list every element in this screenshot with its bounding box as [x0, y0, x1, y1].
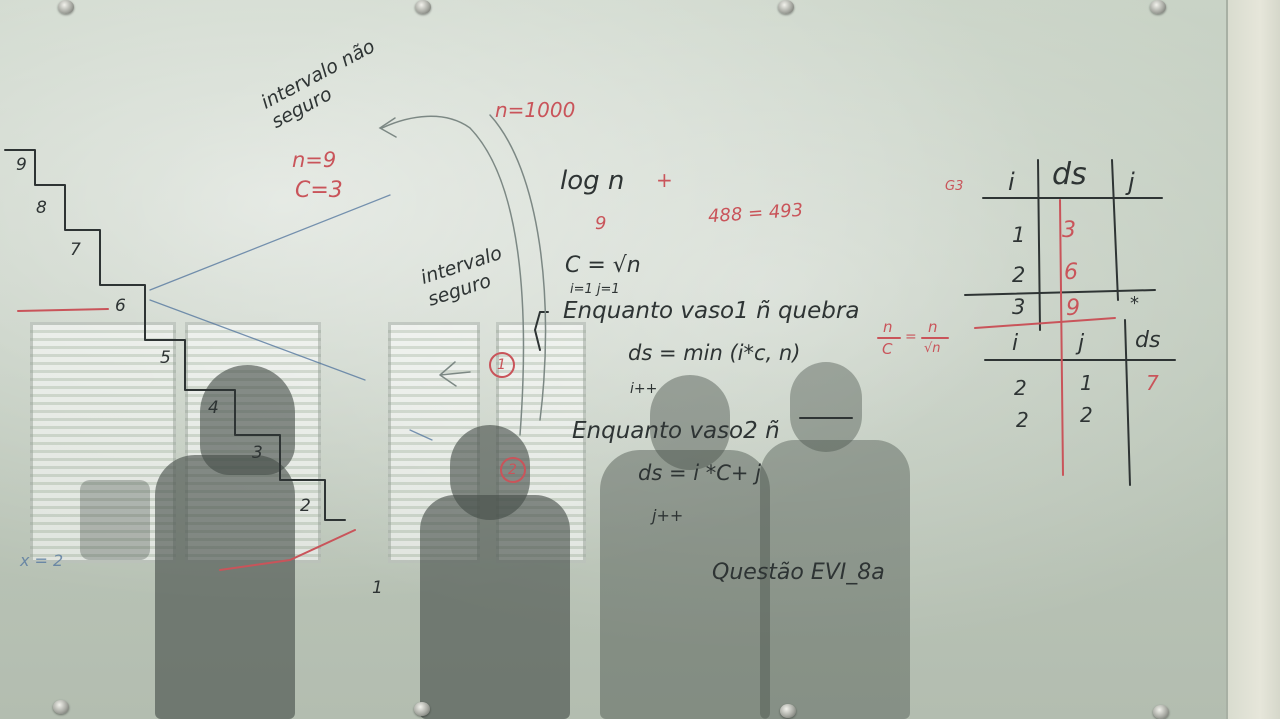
c-sqrt-n: C = √n: [565, 253, 641, 278]
x-equals-2: x = 2: [20, 551, 64, 570]
table1-col-divider: [1037, 159, 1041, 331]
table1-cell: 3: [1062, 218, 1076, 243]
question-label: Questão EVI_8a: [712, 560, 885, 585]
person-head: [790, 362, 862, 452]
mount-screw: [415, 0, 431, 14]
j-increment: j++: [652, 506, 684, 525]
step-number: 4: [208, 398, 219, 418]
person-head: [650, 375, 730, 470]
table1-cell: 2: [1012, 263, 1026, 287]
staircase-outline: [4, 149, 346, 521]
table2-cell: 2: [1080, 403, 1093, 427]
step-number: 3: [252, 443, 263, 463]
loop2-line: Enquanto vaso2 ñ: [572, 418, 780, 444]
mount-screw: [778, 0, 794, 14]
step-number: 6: [115, 296, 126, 316]
ratio-denominator: √n: [924, 341, 941, 356]
n-1000: n=1000: [495, 98, 576, 122]
person-body: [155, 455, 295, 719]
table1-col-divider: [1111, 159, 1119, 301]
step-number: 2: [300, 496, 311, 516]
log-n: log n: [560, 166, 625, 196]
g3-mark: G3: [945, 179, 964, 194]
circle-mark: [500, 457, 526, 483]
mount-screw: [1153, 705, 1169, 719]
ds-min-line: ds = min (i*c, n): [628, 341, 801, 365]
step-number: 9: [16, 155, 27, 175]
curved-arrow: [381, 115, 525, 436]
table2-header: ds: [1135, 328, 1161, 353]
wall-edge: [1226, 0, 1280, 719]
table1-header: j: [1128, 168, 1135, 196]
loop1-line: Enquanto vaso1 ñ quebra: [563, 298, 860, 324]
table2-header: i: [1012, 331, 1019, 356]
ratio-numerator: n: [928, 318, 938, 336]
table2-col-divider: [1124, 319, 1131, 486]
table1-cell: 9: [1066, 296, 1080, 321]
table1-bottom-rule: [964, 289, 1156, 296]
table-red-divider: [1059, 199, 1064, 476]
table2-cell: 1: [1080, 371, 1093, 395]
table2-cell: 7: [1146, 371, 1159, 395]
step-number: 8: [36, 198, 47, 218]
plus-sign: +: [656, 168, 673, 192]
circled-2: 2: [508, 462, 517, 478]
person-body: [420, 495, 570, 719]
n-9: n=9: [292, 148, 337, 172]
ratio-c: C: [882, 340, 893, 358]
table1-cell: *: [1130, 293, 1139, 314]
mount-screw: [58, 0, 74, 14]
mount-screw: [1150, 0, 1166, 14]
chair: [80, 480, 150, 560]
table2-header: j: [1078, 331, 1085, 356]
table1-cell: 3: [1012, 295, 1026, 319]
circle-mark: [489, 352, 515, 378]
table1-header: i: [1008, 168, 1015, 196]
c-3: C=3: [295, 178, 343, 203]
window-blinds: [30, 322, 176, 563]
init-ij: i=1 j=1: [570, 282, 620, 297]
small-arrow: [439, 361, 471, 387]
ratio-n: n: [883, 318, 893, 336]
table1-cell: 6: [1064, 260, 1078, 285]
mount-screw: [53, 700, 69, 714]
mount-screw: [414, 702, 430, 716]
step-number: 7: [70, 240, 81, 260]
person-body: [600, 450, 770, 719]
ratio-equals: =: [905, 329, 917, 345]
step-number: 1: [372, 578, 383, 598]
circled-1: 1: [497, 357, 506, 373]
table1-cell: 1: [1012, 223, 1026, 247]
i-increment: i++: [630, 381, 658, 397]
person-body: [760, 440, 910, 719]
table1-header: ds: [1052, 157, 1087, 192]
table-red-rule: [974, 317, 1116, 329]
red-floor-line: [17, 308, 109, 312]
step-number: 5: [160, 348, 171, 368]
ds-formula-line: ds = i *C+ j: [638, 461, 761, 485]
table2-cell: 2: [1014, 376, 1027, 400]
table2-cell: 2: [1016, 408, 1029, 432]
nine-mark: 9: [595, 213, 607, 234]
mount-screw: [780, 704, 796, 718]
